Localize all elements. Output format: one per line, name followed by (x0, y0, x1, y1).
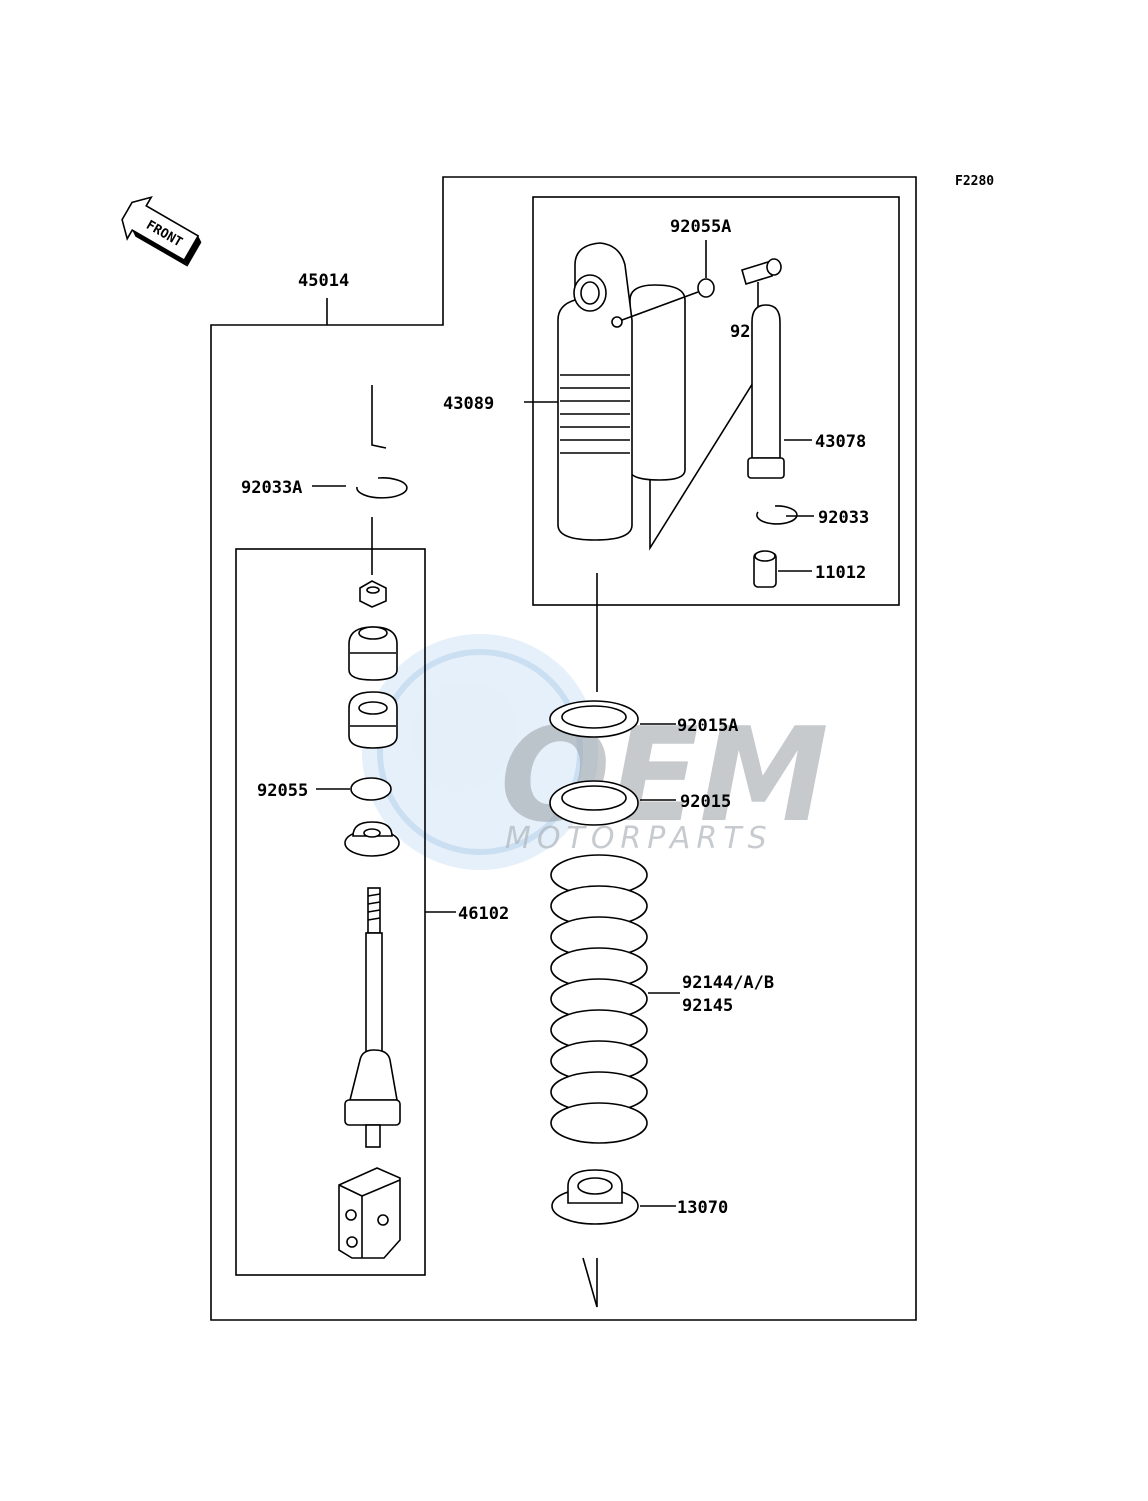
label-92015: 92015 (680, 792, 731, 812)
label-92145: 92145 (682, 996, 733, 1016)
circlip-92033-part (756, 505, 798, 525)
label-92015A: 92015A (677, 716, 738, 736)
valve-cap-11012-part (753, 550, 777, 588)
lower-bush-part (348, 691, 398, 749)
upper-bush-part (348, 626, 398, 681)
spring-seat-13070-part (551, 1169, 639, 1225)
label-11012: 11012 (815, 563, 866, 583)
locknut-92015a-part (549, 700, 639, 738)
label-45014: 45014 (298, 271, 349, 291)
oring-92055-part (350, 777, 392, 801)
assembly-outline (210, 176, 917, 1321)
piston-rod-46102-part (344, 887, 401, 1148)
label-43078: 43078 (815, 432, 866, 452)
label-92033: 92033 (818, 508, 869, 528)
rod-washer-part (344, 821, 400, 857)
label-92055A: 92055A (670, 217, 731, 237)
watermark: OEM MOTORPARTS (362, 634, 829, 870)
label-92055: 92055 (257, 781, 308, 801)
nut-part (359, 580, 387, 608)
label-13070: 13070 (677, 1198, 728, 1218)
oring-92055a-part (697, 278, 715, 298)
watermark-subtitle: MOTORPARTS (505, 821, 773, 856)
circlip-92033a-part (356, 477, 408, 499)
rod-end-clevis-part (338, 1167, 401, 1259)
label-46102: 46102 (458, 904, 509, 924)
label-92144: 92144/A/B (682, 973, 774, 993)
bolt-92002-part (741, 258, 782, 286)
shock-body-part (557, 242, 686, 541)
front-arrow-icon: FRONT (121, 195, 202, 267)
figure-code: F2280 (955, 174, 994, 189)
adjuster-nut-92015-part (549, 780, 639, 826)
spring-92144-part (550, 854, 648, 1144)
label-43089: 43089 (443, 394, 494, 414)
bellows-ribs (560, 374, 630, 454)
label-92033A: 92033A (241, 478, 302, 498)
shock-body-box (532, 196, 900, 606)
cap-43078-part (747, 304, 785, 479)
